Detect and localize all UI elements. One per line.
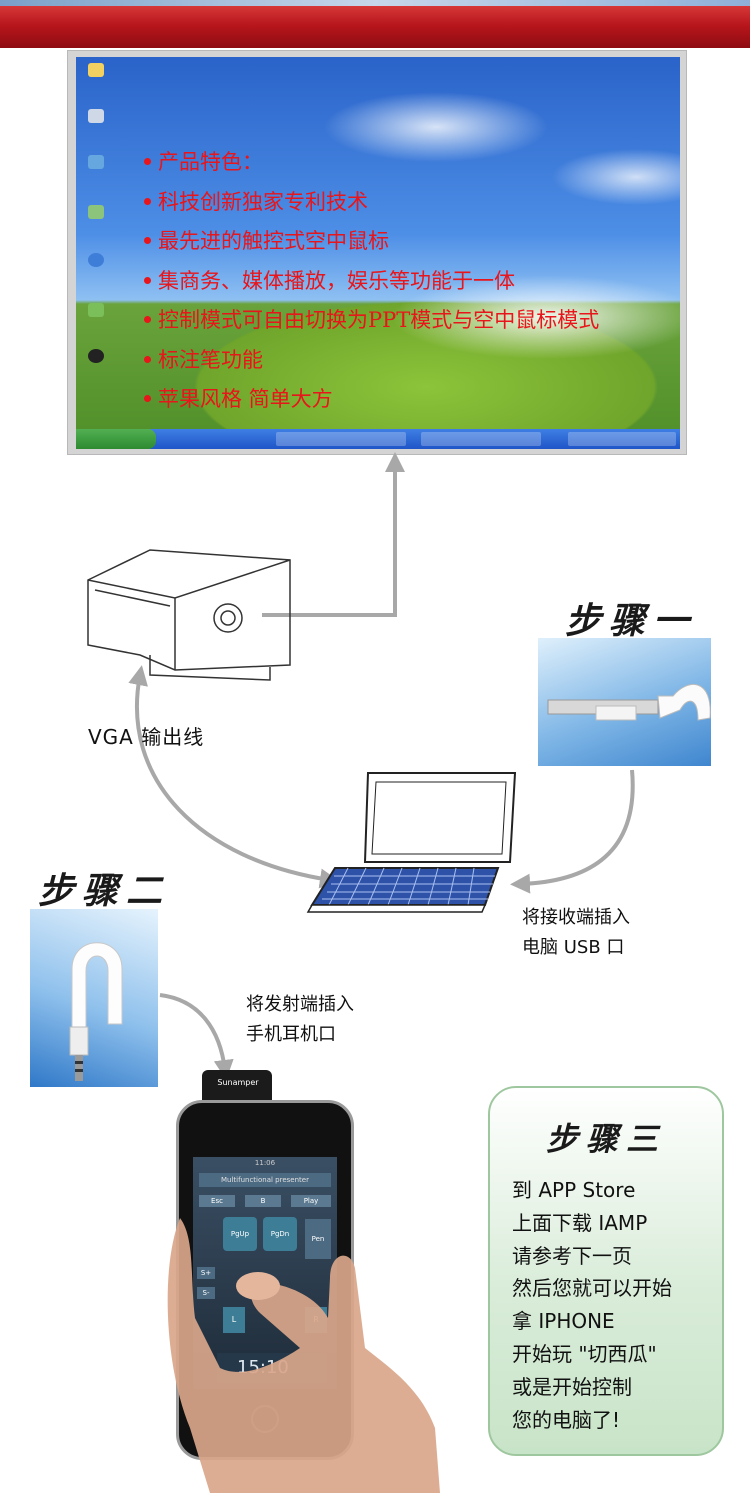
step2-caption: 将发射端插入 手机耳机口 xyxy=(246,994,354,1045)
dongle-brand: Sunamper xyxy=(217,1078,259,1087)
instruction-line: 您的电脑了! xyxy=(512,1407,621,1432)
computer-icon xyxy=(88,109,104,123)
step3-panel: 步骤三 到 APP Store 上面下载 IAMP 请参考下一页 然后您就可以开… xyxy=(488,1086,724,1456)
laptop-drawing xyxy=(306,772,517,913)
feature-item: 集商务、媒体播放，娱乐等功能于一体 xyxy=(144,262,599,302)
desktop-screen: 产品特色： 科技创新独家专利技术 最先进的触控式空中鼠标 集商务、媒体播放，娱乐… xyxy=(76,57,680,449)
esc-button[interactable]: Esc xyxy=(199,1195,235,1207)
l-button[interactable]: L xyxy=(223,1307,245,1333)
qq-icon xyxy=(88,349,104,363)
taskbar-item xyxy=(421,432,541,446)
s-plus-button[interactable]: S+ xyxy=(197,1267,215,1279)
step3-title: 步骤三 xyxy=(545,1120,666,1158)
step1-caption: 将接收端插入 电脑 USB 口 xyxy=(522,907,630,958)
feature-item: 苹果风格 简单大方 xyxy=(144,380,599,420)
s-minus-button[interactable]: S- xyxy=(197,1287,215,1299)
instruction-line: 开始玩 "切西瓜" xyxy=(512,1341,657,1366)
instruction-line: 或是开始控制 xyxy=(512,1374,632,1399)
phone-status-time: 11:06 xyxy=(254,1159,276,1167)
instruction-line: 请参考下一页 xyxy=(512,1243,632,1268)
feature-item: 产品特色： xyxy=(144,143,599,183)
taskbar-item xyxy=(568,432,676,446)
hand-drawing xyxy=(167,1218,440,1493)
step2-title: 步骤二 xyxy=(38,870,171,912)
step3-instructions: 到 APP Store 上面下载 IAMP 请参考下一页 然后您就可以开始 拿 … xyxy=(512,1174,672,1436)
start-button xyxy=(76,429,156,449)
top-banner-edge xyxy=(0,0,750,6)
vga-cable-label: VGA 输出线 xyxy=(88,725,205,749)
phone-in-hand: Sunamper 11:06 Multifunctional presenter… xyxy=(150,1068,440,1493)
b-button[interactable]: B xyxy=(245,1195,281,1207)
instruction-line: 拿 IPHONE xyxy=(512,1309,615,1334)
projector-drawing xyxy=(87,549,291,681)
taskbar-item xyxy=(276,432,406,446)
feature-list: 产品特色： 科技创新独家专利技术 最先进的触控式空中鼠标 集商务、媒体播放，娱乐… xyxy=(144,143,599,420)
instruction-line: 上面下载 IAMP xyxy=(512,1210,648,1235)
pgdn-button[interactable]: PgDn xyxy=(263,1217,297,1251)
usb-receiver-photo xyxy=(538,638,711,766)
folder-icon xyxy=(88,63,104,77)
top-banner xyxy=(0,0,750,48)
arrow-laptop-to-projector xyxy=(128,665,340,889)
audio-transmitter-icon xyxy=(69,942,123,1081)
dongle: Sunamper xyxy=(202,1070,272,1100)
taskbar xyxy=(76,429,680,449)
usb-receiver-icon xyxy=(547,683,711,721)
app-title: Multifunctional presenter xyxy=(199,1173,331,1187)
arrow-projector-to-monitor xyxy=(262,452,405,617)
feature-item: 最先进的触控式空中鼠标 xyxy=(144,222,599,262)
app-icon xyxy=(88,303,104,317)
play-button[interactable]: Play xyxy=(291,1195,331,1207)
pen-button[interactable]: Pen xyxy=(305,1219,331,1259)
audio-transmitter-photo xyxy=(30,909,158,1087)
instruction-line: 然后您就可以开始 xyxy=(512,1276,672,1301)
feature-item: 标注笔功能 xyxy=(144,341,599,381)
browser-icon xyxy=(88,253,104,267)
instruction-line: 到 APP Store xyxy=(512,1178,636,1202)
feature-item: 控制模式可自由切换为PPT模式与空中鼠标模式 xyxy=(144,301,599,341)
arrow-transmitter-to-phone xyxy=(159,993,234,1080)
recycle-bin-icon xyxy=(88,205,104,219)
monitor-display: 产品特色： 科技创新独家专利技术 最先进的触控式空中鼠标 集商务、媒体播放，娱乐… xyxy=(67,50,687,455)
network-icon xyxy=(88,155,104,169)
step1-title: 步骤一 xyxy=(565,600,698,642)
arrow-receiver-to-laptop xyxy=(510,769,635,894)
pgup-button[interactable]: PgUp xyxy=(223,1217,257,1251)
feature-item: 科技创新独家专利技术 xyxy=(144,183,599,223)
